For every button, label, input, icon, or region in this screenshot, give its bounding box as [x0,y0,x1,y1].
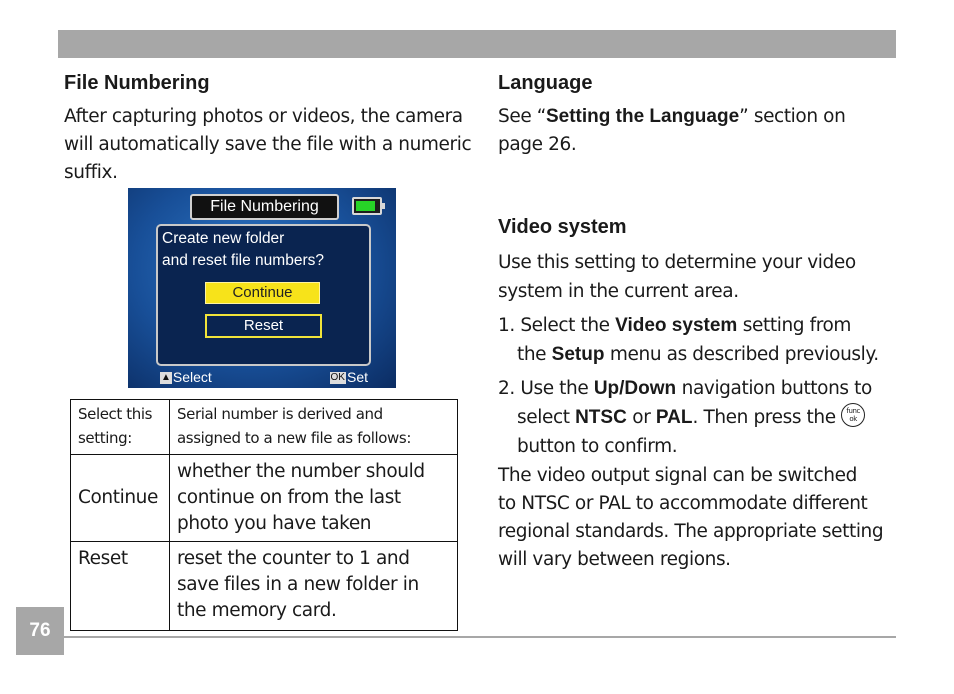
select-hint: ▲Select [160,368,212,386]
text-fragment: or [626,407,656,428]
func-label: func [846,407,860,415]
dialog-question: Create new folder and reset file numbers… [162,228,324,272]
video-system-closing: The video output signal can be switched … [498,462,884,574]
camera-screen: File Numbering Create new folder and res… [128,188,396,388]
text-fragment: See “ [498,106,546,127]
battery-icon [352,197,385,215]
footer-rule [64,636,896,638]
file-numbering-table: Select this setting: Serial number is de… [70,399,458,631]
bold-term: NTSC [575,407,627,428]
text-fragment: setting from [737,315,852,336]
closing-line: The video output signal can be switched [498,465,857,486]
closing-line: will vary between regions. [498,549,731,570]
question-line: Create new folder [162,230,285,247]
file-numbering-intro: After capturing photos or videos, the ca… [64,103,472,187]
intro-line: system in the current area. [498,281,739,302]
text-fragment: navigation buttons to [676,378,873,399]
text-fragment: ” section on [739,106,846,127]
text-fragment: . Then press the [692,407,842,428]
page-number: 76 [16,607,64,655]
set-hint-label: Set [346,369,368,385]
intro-line: After capturing photos or videos, the ca… [64,106,463,127]
table-description-cell: reset the counter to 1 and save files in… [169,541,458,631]
question-line: and reset file numbers? [162,252,324,269]
step-line: button to confirm. [517,436,678,457]
language-text: See “Setting the Language” section on pa… [498,103,846,159]
select-hint-label: Select [172,369,212,385]
step-line: the Setup menu as described previously. [498,340,879,369]
video-system-heading: Video system [498,216,627,238]
bold-term: Up/Down [593,378,677,399]
language-heading: Language [498,72,593,94]
step-2: 2. Use the Up/Down navigation buttons to… [498,374,872,461]
closing-line: regional standards. The appropriate sett… [498,521,884,542]
setting-the-language-link: Setting the Language [545,106,740,127]
language-line: See “Setting the Language” section on [498,103,846,131]
language-line: page 26. [498,134,577,155]
text-fragment: select [517,407,576,428]
intro-line: suffix. [64,162,118,183]
video-system-intro: Use this setting to determine your video… [498,248,856,306]
table-option-cell: Continue [70,454,170,542]
text-fragment: the [517,344,552,365]
text-fragment: Use the [520,378,594,399]
table-row: Reset reset the counter to 1 and save fi… [70,541,458,631]
file-numbering-heading: File Numbering [64,72,210,94]
text-fragment: menu as described previously. [604,344,879,365]
bold-term: PAL [655,407,693,428]
step-1: 1. Select the Video system setting from … [498,311,879,369]
intro-line: Use this setting to determine your video [498,252,856,273]
header-bar [58,30,896,58]
reset-option[interactable]: Reset [205,314,322,338]
camera-screen-title: File Numbering [190,194,339,220]
ok-label: ok [849,415,857,423]
bold-term: Video system [615,315,738,336]
table-description-cell: whether the number should continue on fr… [169,454,458,542]
step-line: 1. Select the Video system setting from [498,311,879,340]
closing-line: to NTSC or PAL to accommodate different [498,493,868,514]
table-header-row: Select this setting: Serial number is de… [70,399,458,455]
text-fragment: Select the [520,315,616,336]
intro-line: will automatically save the file with a … [64,134,472,155]
step-number: 1. [498,315,515,336]
step-line: 2. Use the Up/Down navigation buttons to [498,374,872,403]
table-row: Continue whether the number should conti… [70,454,458,542]
ok-key-icon: OK [329,372,346,385]
up-down-key-icon: ▲ [160,372,172,385]
table-option-cell: Reset [70,541,170,631]
confirm-dialog: Create new folder and reset file numbers… [156,224,371,366]
continue-option[interactable]: Continue [205,282,320,304]
bold-term: Setup [551,344,605,365]
table-header-left: Select this setting: [70,399,170,455]
step-number: 2. [498,378,515,399]
table-header-right: Serial number is derived and assigned to… [169,399,458,455]
